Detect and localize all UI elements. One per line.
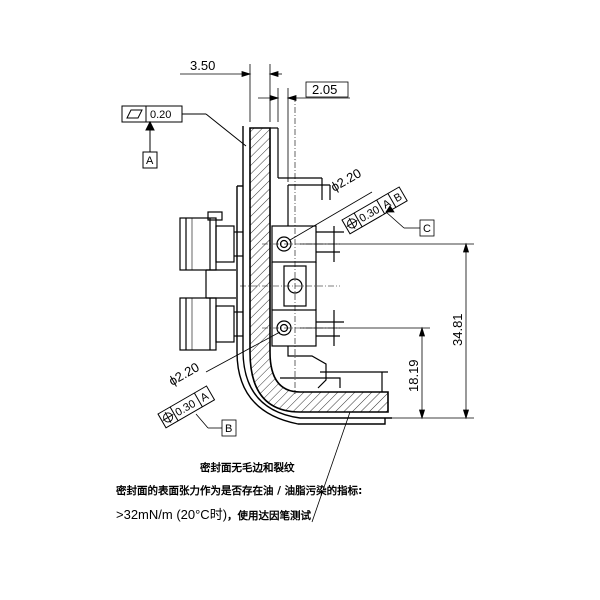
dim-18-19 <box>300 326 430 420</box>
position-upper-value: 0.30 <box>357 204 382 225</box>
note-line-3-main: >32mN/m (20°C时) <box>116 507 227 522</box>
fcf-position-lower: 0.30 A <box>157 385 216 429</box>
position-lower-value: 0.30 <box>173 398 198 419</box>
hole-lower-diameter: ϕ2.20 <box>166 359 202 388</box>
dim-3-50 <box>180 64 282 122</box>
dim-top-width: 3.50 <box>190 58 215 73</box>
dim-2-05 <box>258 81 350 182</box>
datum-c-label: C <box>423 223 431 235</box>
leader-lower <box>195 331 281 437</box>
connector-housing-lower <box>179 297 243 351</box>
leader-upper <box>289 191 435 241</box>
dim-34-81 <box>300 242 474 420</box>
connector-middle-body <box>205 269 236 299</box>
fcf-position-upper: 0.30 A B <box>341 186 408 235</box>
datum-a-label: A <box>146 155 154 167</box>
note-line-2: 密封面的表面张力作为是否存在油 / 油脂污染的指标: <box>116 484 362 497</box>
dim-vertical-total: 34.81 <box>450 313 465 346</box>
hole-upper-diameter: ϕ2.20 <box>328 165 364 194</box>
dim-vertical-lower: 18.19 <box>406 359 421 392</box>
hatched-section <box>249 127 389 413</box>
dim-top-offset: 2.05 <box>312 82 337 97</box>
note-leader <box>311 411 351 523</box>
fcf-flatness <box>121 105 247 169</box>
note-line-3-suffix: ，使用达因笔测试 <box>227 509 311 522</box>
flatness-value: 0.20 <box>150 109 171 121</box>
flange-wall <box>236 126 392 425</box>
datum-b-label: B <box>225 423 232 435</box>
note-line-1: 密封面无毛边和裂纹 <box>200 461 295 474</box>
note-line-3: >32mN/m (20°C时)，使用达因笔测试 <box>116 507 312 522</box>
connector-housing-upper <box>179 211 243 271</box>
